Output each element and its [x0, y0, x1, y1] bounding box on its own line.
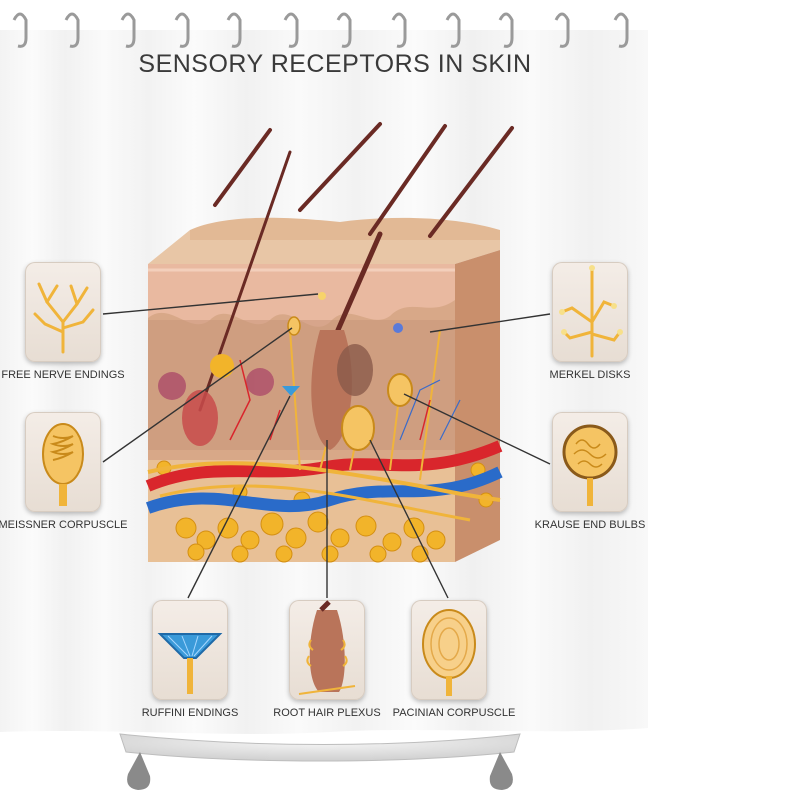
- meissner-in-skin: [287, 316, 301, 336]
- curtain-hook-icon: [391, 12, 407, 48]
- krause-end-bulbs-label: KRAUSE END BULBS: [534, 519, 646, 531]
- sebaceous-gland: [210, 354, 234, 378]
- ruffini-endings-thumbnail: [152, 600, 228, 700]
- meissner-corpuscle-label: MEISSNER CORPUSCLE: [0, 519, 128, 531]
- free-nerve-endings-icon: [33, 282, 95, 354]
- curtain-hook-icon: [120, 12, 136, 48]
- pacinian-corpuscle-icon: [422, 609, 476, 696]
- page-title: SENSORY RECEPTORS IN SKIN: [138, 50, 532, 78]
- curtain-hook-icon: [613, 12, 629, 48]
- curtain-hook-icon: [498, 12, 514, 48]
- sweat-glands: [158, 368, 274, 400]
- leader-meissner: [102, 327, 293, 463]
- ruffini-in-skin: [282, 386, 300, 396]
- krause-end-bulbs-icon: [562, 424, 618, 506]
- curtain-hook-icon: [64, 12, 80, 48]
- curtain-hook-icon: [226, 12, 242, 48]
- skin-side: [455, 250, 500, 562]
- leader-lines: [102, 293, 551, 599]
- krause-in-skin: [387, 373, 413, 407]
- ruffini-endings-label: RUFFINI ENDINGS: [141, 707, 239, 719]
- curtain-hook-icon: [283, 12, 299, 48]
- pacinian-corpuscle-label: PACINIAN CORPUSCLE: [392, 707, 516, 719]
- hair-follicle: [182, 390, 218, 446]
- merkel-disks-thumbnail: [552, 262, 628, 362]
- free-nerve-ending-in-skin: [318, 292, 326, 300]
- curtain-hooks: [12, 12, 629, 48]
- nerve-main: [147, 461, 501, 502]
- pacinian-corpuscle-thumbnail: [411, 600, 487, 700]
- curtain-hook-icon: [554, 12, 570, 48]
- krause-end-bulbs-thumbnail: [552, 412, 628, 512]
- tub-foot-right: [489, 752, 513, 790]
- merkel-disks-icon: [559, 265, 623, 358]
- merkel-in-skin: [393, 323, 403, 333]
- pacinian-in-skin: [341, 405, 375, 451]
- bathtub: [119, 733, 521, 790]
- curtain-hook-icon: [336, 12, 352, 48]
- ruffini-endings-icon: [157, 633, 223, 694]
- root-hair-plexus-thumbnail: [289, 600, 365, 700]
- meissner-corpuscle-thumbnail: [25, 412, 101, 512]
- meissner-corpuscle-icon: [42, 423, 84, 506]
- root-hair-plexus-label: ROOT HAIR PLEXUS: [273, 707, 381, 719]
- curtain-hook-icon: [12, 12, 28, 48]
- leader-pacinian: [369, 439, 449, 599]
- merkel-disks-label: MERKEL DISKS: [549, 369, 631, 381]
- leader-free-nerve: [102, 293, 319, 315]
- curtain-hook-icon: [445, 12, 461, 48]
- root-hair-plexus-icon: [298, 600, 356, 695]
- curtain-hook-icon: [174, 12, 190, 48]
- leader-merkel: [429, 313, 551, 333]
- leader-ruffini: [187, 395, 291, 599]
- free-nerve-endings-thumbnail: [25, 262, 101, 362]
- tub-foot-left: [127, 752, 151, 790]
- leader-krause: [403, 393, 551, 465]
- free-nerve-endings-label: FREE NERVE ENDINGS: [1, 369, 125, 381]
